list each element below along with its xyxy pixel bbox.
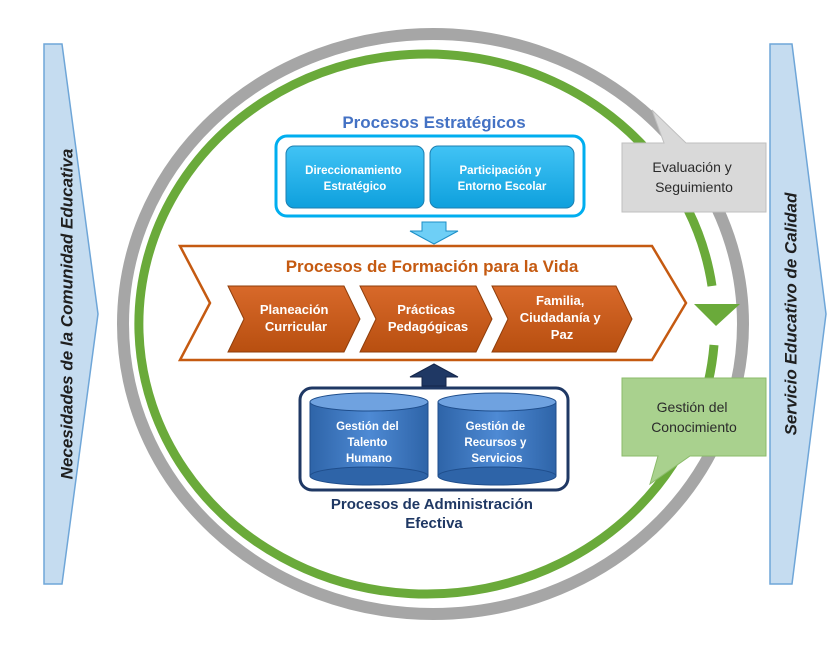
admin-talento-label: Gestión del Talento Humano — [336, 421, 402, 465]
formation-item-2-line-1: Prácticas — [397, 302, 455, 317]
admin-item-2-line-2: Recursos y — [464, 437, 527, 449]
admin-cylinder-recursos — [437, 392, 557, 486]
left-banner-arrow: Necesidades de la Comunidad Educativa — [43, 43, 99, 585]
strategic-box-direccionamiento — [285, 145, 425, 209]
green-cycle-ring — [134, 49, 740, 599]
strategic-to-formation-arrow — [409, 221, 459, 245]
formation-item-3-line-3: Paz — [551, 327, 574, 342]
formation-item-3-line-2: Ciudadanía y — [520, 310, 602, 325]
admin-title-line-2: Efectiva — [405, 515, 463, 532]
formation-item-3-line-1: Familia, — [536, 293, 584, 308]
admin-item-2-line-3: Servicios — [471, 453, 522, 465]
formation-title: Procesos de Formación para la Vida — [286, 257, 579, 276]
strategic-box-participacion — [429, 145, 575, 209]
admin-item-1-line-2: Talento — [347, 437, 387, 449]
right-banner-label: Servicio Educativo de Calidad — [781, 192, 800, 435]
admin-cylinder-talento — [309, 392, 429, 486]
formation-item-1-line-2: Curricular — [265, 319, 327, 334]
left-banner-label: Necesidades de la Comunidad Educativa — [57, 149, 76, 480]
admin-item-1-line-3: Humano — [346, 453, 392, 465]
formation-planeacion-label: Planeación Curricular — [260, 302, 332, 334]
formation-item-2-line-2: Pedagógicas — [388, 319, 468, 334]
strategic-box-participacion-label: Participación y Entorno Escolar — [458, 165, 547, 193]
strategic-item-1-line-2: Estratégico — [324, 181, 387, 193]
formation-chevron-familia — [491, 285, 633, 353]
evaluation-callout: Evaluación y Seguimiento — [621, 109, 767, 213]
strategic-item-2-line-1: Participación y — [459, 165, 541, 177]
formation-chevron-practicas — [359, 285, 493, 353]
evaluation-callout-label: Evaluación y Seguimiento — [652, 159, 735, 195]
formation-familia-label: Familia, Ciudadanía y Paz — [520, 293, 605, 342]
strategic-processes-group: Procesos Estratégicos Direccionamiento E… — [274, 113, 586, 218]
knowledge-line-2: Conocimiento — [651, 419, 737, 435]
formation-processes-group: Procesos de Formación para la Vida Plane… — [177, 244, 688, 362]
strategic-title: Procesos Estratégicos — [342, 113, 525, 132]
admin-to-formation-arrow — [409, 363, 459, 387]
knowledge-callout-label: Gestión del Conocimiento — [651, 399, 737, 435]
outer-gray-ring — [117, 28, 749, 620]
admin-item-1-line-1: Gestión del — [336, 421, 399, 433]
evaluation-line-1: Evaluación y — [652, 159, 731, 175]
knowledge-callout: Gestión del Conocimiento — [621, 377, 767, 486]
admin-processes-group: Gestión del Talento Humano Gestión de Re… — [298, 386, 570, 532]
admin-title-line-1: Procesos de Administración — [331, 496, 533, 513]
formation-practicas-label: Prácticas Pedagógicas — [388, 302, 468, 334]
formation-chevron-planeacion — [227, 285, 361, 353]
knowledge-line-1: Gestión del — [657, 399, 728, 415]
strategic-item-2-line-2: Entorno Escolar — [458, 181, 547, 193]
formation-item-1-line-1: Planeación — [260, 302, 329, 317]
green-cycle-arrowhead — [694, 304, 740, 326]
admin-item-2-line-1: Gestión de — [466, 421, 525, 433]
admin-title: Procesos de Administración Efectiva — [331, 496, 537, 532]
strategic-item-1-line-1: Direccionamiento — [305, 165, 402, 177]
strategic-box-direccionamiento-label: Direccionamiento Estratégico — [305, 165, 405, 193]
right-banner-arrow: Servicio Educativo de Calidad — [769, 43, 827, 585]
evaluation-line-2: Seguimiento — [655, 179, 733, 195]
admin-recursos-label: Gestión de Recursos y Servicios — [464, 421, 529, 465]
